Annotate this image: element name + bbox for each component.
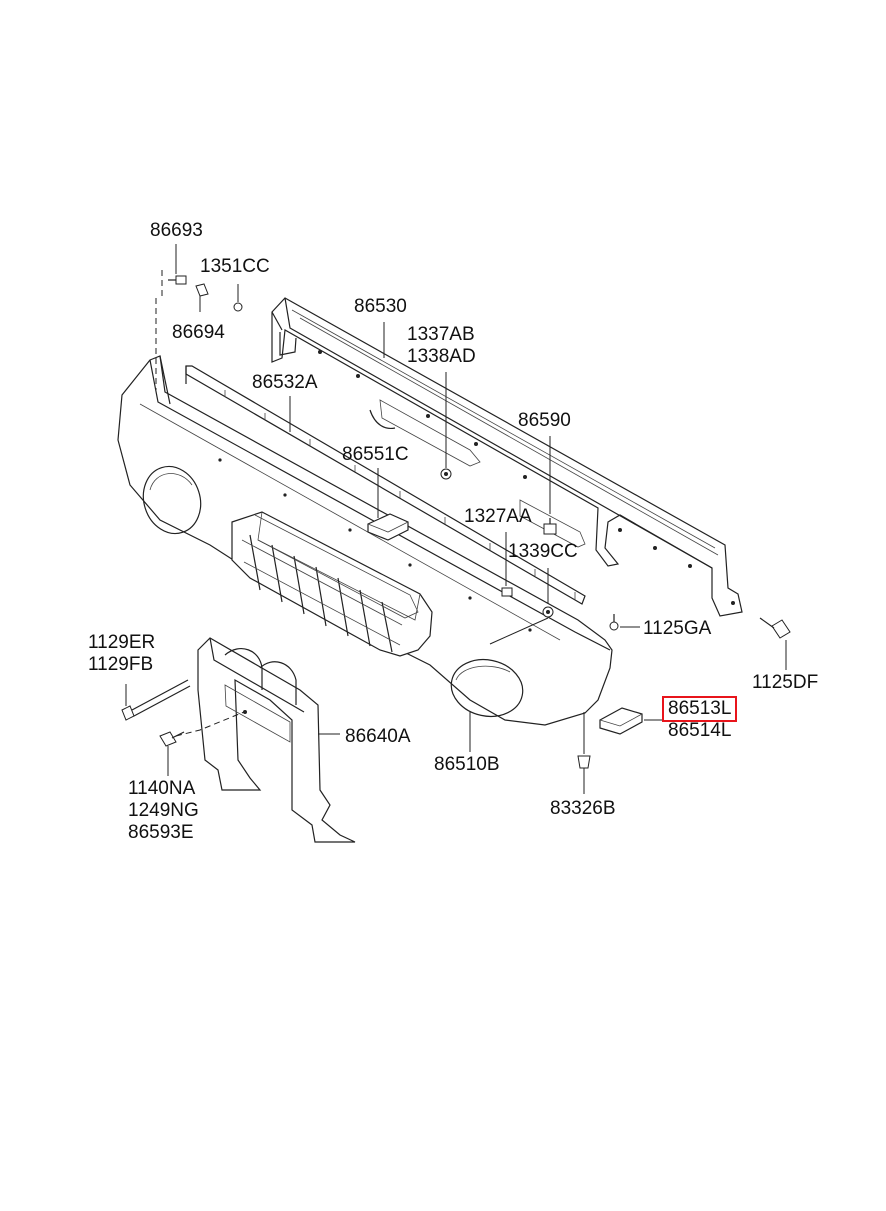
label-86593e[interactable]: 86593E — [128, 822, 194, 843]
label-86532a[interactable]: 86532A — [252, 372, 318, 393]
insert-piece-drawing — [367, 513, 409, 541]
fasteners-drawing — [121, 275, 791, 769]
retainer-strip-drawing — [185, 365, 586, 605]
label-1339cc[interactable]: 1339CC — [508, 541, 578, 562]
label-1129er[interactable]: 1129ER — [88, 632, 156, 653]
label-1140na[interactable]: 1140NA — [128, 778, 196, 799]
label-1249ng[interactable]: 1249NG — [128, 800, 199, 821]
label-1125df[interactable]: 1125DF — [752, 672, 819, 693]
label-1338ad[interactable]: 1338AD — [407, 346, 476, 367]
label-86513l-highlighted[interactable]: 86513L — [662, 696, 738, 722]
label-86530[interactable]: 86530 — [354, 296, 407, 317]
label-83326b[interactable]: 83326B — [550, 798, 616, 819]
reinforcement-beam-drawing — [271, 297, 743, 617]
label-86694[interactable]: 86694 — [172, 322, 225, 343]
label-86514l[interactable]: 86514L — [668, 720, 732, 741]
label-1125ga[interactable]: 1125GA — [643, 618, 712, 639]
label-86693[interactable]: 86693 — [150, 220, 203, 241]
side-bracket-drawing — [599, 707, 643, 735]
leader-lines — [125, 244, 787, 794]
bumper-cover-drawing — [117, 355, 613, 726]
label-86551c[interactable]: 86551C — [342, 444, 409, 465]
label-86590[interactable]: 86590 — [518, 410, 571, 431]
label-86640a[interactable]: 86640A — [345, 726, 411, 747]
label-1129fb[interactable]: 1129FB — [88, 654, 154, 675]
lower-stay-drawing — [197, 637, 356, 843]
label-86510b[interactable]: 86510B — [434, 754, 500, 775]
label-1337ab[interactable]: 1337AB — [407, 324, 475, 345]
label-1351cc[interactable]: 1351CC — [200, 256, 270, 277]
label-1327aa[interactable]: 1327AA — [464, 506, 532, 527]
